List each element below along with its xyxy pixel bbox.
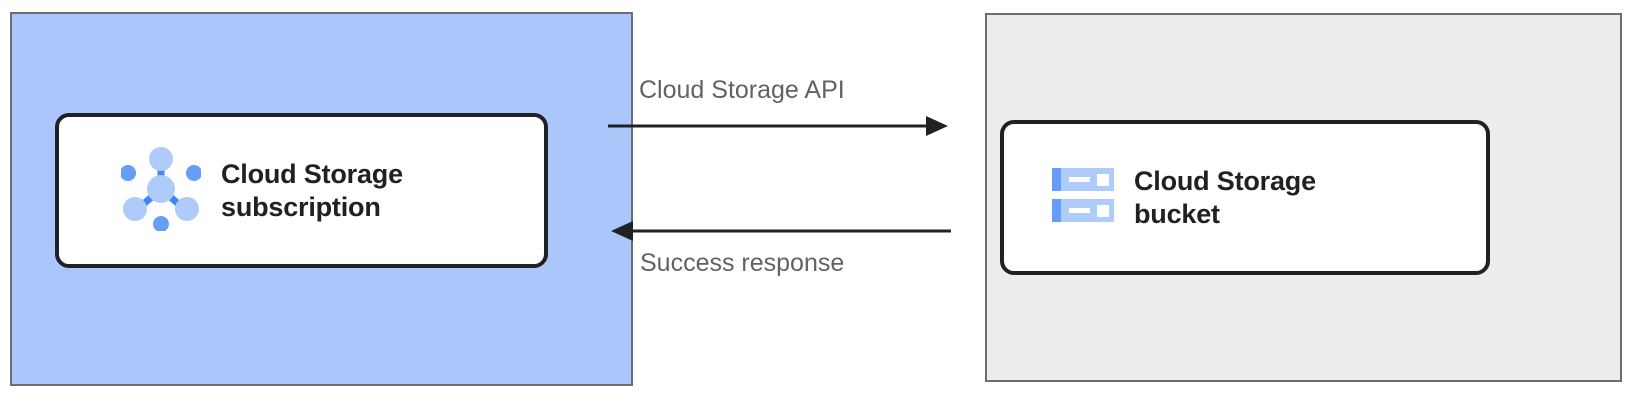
cloud-storage-api-arrow	[608, 116, 948, 136]
cloud-storage-bucket-node[interactable]: Cloud Storage bucket	[1000, 120, 1490, 275]
cloud-storage-subscription-node[interactable]: Cloud Storage subscription	[55, 113, 548, 268]
cloud-storage-api-label: Cloud Storage API	[639, 76, 845, 104]
success-response-label: Success response	[640, 249, 845, 277]
cloud-storage-bucket-icon	[1052, 164, 1114, 231]
bucket-node-label: Cloud Storage bucket	[1134, 165, 1316, 229]
subscription-node-label: Cloud Storage subscription	[221, 158, 403, 222]
success-response-arrow	[611, 221, 951, 241]
pubsub-subscription-icon	[120, 145, 202, 236]
